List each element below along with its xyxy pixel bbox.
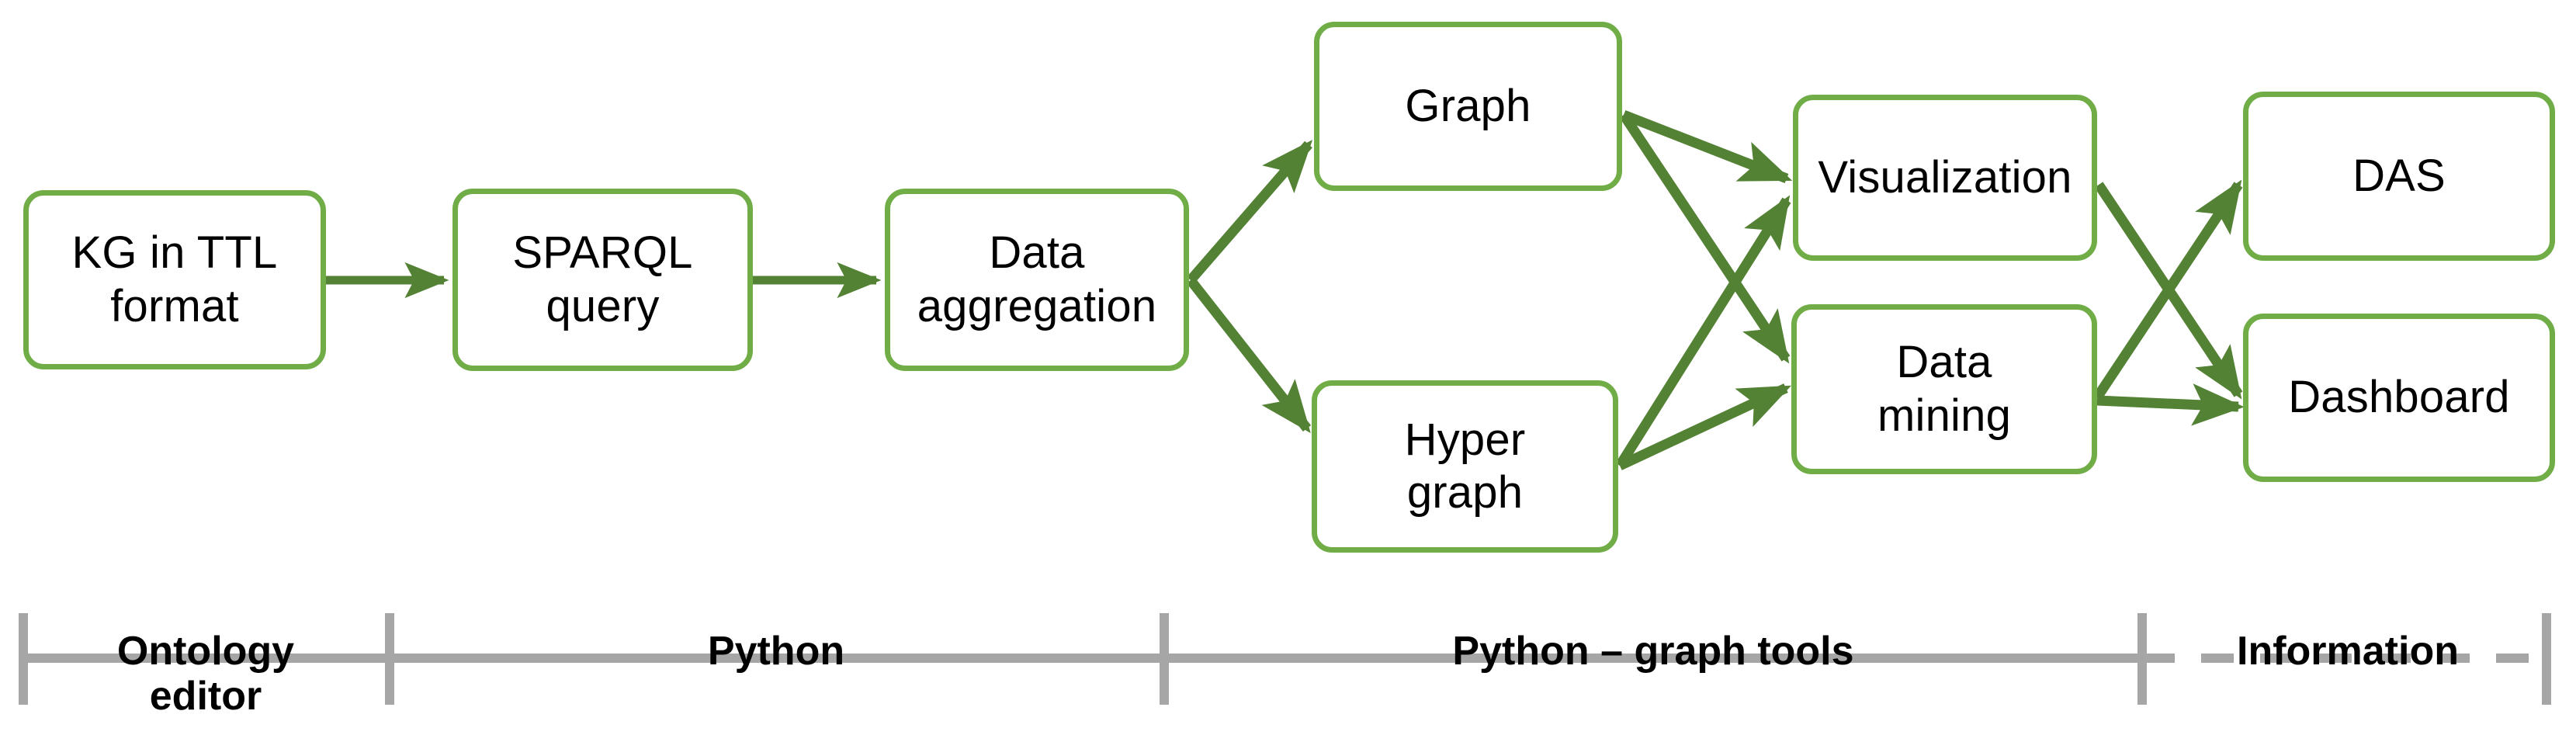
node-label: SPARQL query: [512, 227, 693, 331]
node-sparql-query[interactable]: SPARQL query: [452, 189, 753, 371]
node-label: Dashboard: [2288, 372, 2510, 423]
node-label: Data aggregation: [917, 227, 1157, 331]
node-visualization[interactable]: Visualization: [1793, 95, 2097, 261]
axis-segment-label-python-graph-tools: Python – graph tools: [1389, 584, 1917, 674]
node-dashboard[interactable]: Dashboard: [2243, 314, 2555, 482]
edge-hypergraph-to-datamining: [1617, 383, 1792, 470]
edge-aggregation-to-graph: [1187, 140, 1313, 284]
axis-segment-label-ontology-editor: Ontology editor: [31, 584, 380, 719]
node-label: Hyper graph: [1404, 414, 1526, 518]
edge-datamining-to-das: [2092, 179, 2243, 400]
node-label: Graph: [1405, 80, 1531, 131]
node-label: KG in TTL format: [71, 227, 278, 331]
node-das[interactable]: DAS: [2243, 92, 2555, 261]
edge-aggregation-to-hypergraph: [1186, 276, 1312, 434]
edge-graph-to-datamining: [1619, 112, 1791, 364]
node-label: DAS: [2352, 150, 2446, 201]
node-label: Data mining: [1877, 337, 2012, 441]
node-graph[interactable]: Graph: [1314, 22, 1622, 191]
axis-label-line-1: Python: [707, 629, 845, 674]
node-data-aggregation[interactable]: Data aggregation: [885, 189, 1189, 371]
edge-graph-to-visualization: [1621, 109, 1793, 184]
edge-datamining-to-dashboard: [2096, 383, 2245, 426]
node-label: Visualization: [1818, 151, 2072, 203]
node-hyper-graph[interactable]: Hyper graph: [1312, 380, 1618, 553]
node-kg-in-ttl-format[interactable]: KG in TTL format: [23, 190, 326, 369]
axis-label-line-1: Ontology editor: [116, 629, 295, 719]
edge-hypergraph-to-visualization: [1615, 195, 1791, 469]
node-data-mining[interactable]: Data mining: [1791, 304, 2097, 474]
axis-segment-label-information: Information: [2165, 584, 2530, 674]
axis-label-line-1: Python – graph tools: [1452, 629, 1854, 674]
axis-segment-label-python: Python: [590, 584, 962, 674]
axis-label-line-1: Information: [2237, 629, 2459, 674]
